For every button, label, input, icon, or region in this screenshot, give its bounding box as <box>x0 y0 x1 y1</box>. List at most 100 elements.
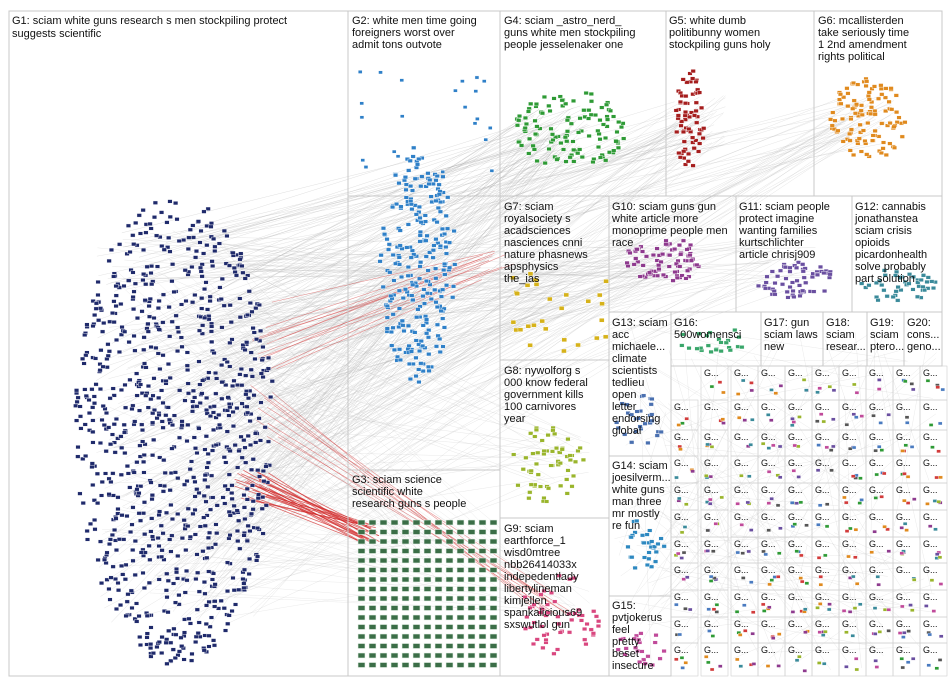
edge <box>138 131 727 334</box>
group-cell-label: G... <box>788 368 803 378</box>
node <box>408 255 414 260</box>
node <box>873 448 878 453</box>
node <box>881 140 887 145</box>
node <box>247 556 253 561</box>
node <box>226 263 232 268</box>
node <box>197 524 203 529</box>
node <box>858 602 863 607</box>
node <box>710 634 716 638</box>
edge <box>203 131 845 330</box>
node <box>75 395 81 400</box>
node <box>446 240 452 245</box>
node <box>474 75 480 80</box>
node <box>673 108 679 113</box>
node <box>212 244 218 249</box>
node <box>207 624 213 629</box>
group-cell-label: G... <box>815 368 830 378</box>
node <box>401 328 407 333</box>
node <box>80 356 86 361</box>
node <box>144 635 150 640</box>
node <box>823 553 828 558</box>
node <box>714 610 719 614</box>
node <box>122 577 128 582</box>
node <box>357 538 366 545</box>
node <box>80 456 86 461</box>
node <box>107 319 113 324</box>
node <box>424 291 430 296</box>
node <box>390 557 399 564</box>
node <box>444 283 450 288</box>
node <box>137 231 143 236</box>
node <box>511 452 517 457</box>
group-cell-label: G... <box>896 458 911 468</box>
node <box>152 200 158 205</box>
node <box>577 147 583 152</box>
node <box>558 483 564 488</box>
node <box>921 273 927 278</box>
edge <box>615 496 720 625</box>
node <box>690 163 696 168</box>
node <box>564 118 570 123</box>
edge <box>667 403 786 517</box>
node <box>103 411 109 416</box>
node <box>924 604 929 608</box>
node <box>653 549 659 554</box>
edge <box>126 142 887 290</box>
node <box>549 449 555 454</box>
edge <box>98 103 851 276</box>
node <box>196 589 202 594</box>
node <box>163 413 169 418</box>
node <box>221 606 227 611</box>
node <box>167 537 173 542</box>
node <box>600 122 606 127</box>
node <box>241 581 247 586</box>
edge <box>150 408 410 537</box>
node <box>649 663 655 668</box>
node <box>938 582 944 586</box>
node <box>931 609 937 613</box>
node <box>718 664 723 668</box>
node <box>456 605 465 611</box>
node <box>789 280 795 285</box>
node <box>687 71 693 76</box>
node <box>175 329 181 334</box>
node <box>159 210 165 215</box>
edge <box>731 534 795 544</box>
node <box>74 388 80 393</box>
node <box>213 415 219 420</box>
node <box>546 146 552 151</box>
node <box>199 306 205 311</box>
node <box>130 270 136 275</box>
node <box>423 557 432 564</box>
node <box>169 279 175 284</box>
node <box>654 246 660 251</box>
node <box>801 275 807 280</box>
node <box>234 528 240 533</box>
node <box>410 154 416 159</box>
node <box>82 387 88 392</box>
edge <box>238 103 702 524</box>
node <box>557 461 563 466</box>
node <box>426 368 432 373</box>
node <box>417 239 423 244</box>
node <box>456 652 465 659</box>
node <box>420 294 426 299</box>
edge <box>161 256 416 608</box>
node <box>577 445 583 450</box>
node <box>430 255 436 260</box>
node <box>906 281 912 286</box>
node <box>210 263 216 268</box>
node <box>106 258 112 263</box>
node <box>203 280 209 285</box>
node <box>390 586 399 592</box>
node <box>144 264 150 269</box>
node <box>154 644 160 649</box>
node <box>649 412 655 417</box>
node <box>821 633 826 637</box>
group-cell-label: G... <box>761 402 776 412</box>
node <box>510 275 516 280</box>
node <box>684 247 690 252</box>
edge <box>145 124 858 340</box>
node <box>397 262 403 267</box>
